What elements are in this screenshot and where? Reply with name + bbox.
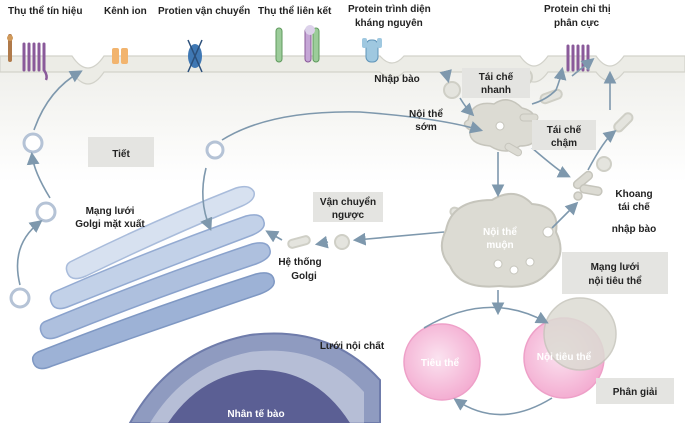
ion-channel-icon	[112, 48, 128, 64]
late-endosome	[440, 193, 562, 288]
recycling-compartment	[572, 170, 603, 201]
recycling-compartment-label-line3: nhập bào	[612, 224, 656, 235]
lysosome-label: Tiêu thể	[421, 357, 460, 369]
retrograde-label-line1: Vận chuyển	[320, 196, 376, 208]
slow-recycle-label-line2: chậm	[551, 138, 577, 149]
endocytosis-label: Nhập bào	[374, 74, 420, 85]
golgi-network-label-line2: Golgi mặt xuất	[75, 218, 145, 230]
endolysosome-label: Nội tiêu thể	[537, 351, 592, 363]
adhesion-receptor-label: Thụ thể liên kết	[258, 5, 332, 17]
antigen-protein-label-line2: kháng nguyên	[355, 18, 423, 29]
lysosome	[403, 323, 481, 401]
slow-recycle-label-line1: Tái chế	[547, 124, 582, 136]
late-endosome-label-line1: Nội thể	[483, 226, 517, 238]
endolysosome-network-label-line1: Mạng lưới	[591, 262, 640, 273]
transporter-icon	[187, 39, 203, 73]
polarity-protein-icon	[566, 44, 590, 72]
recycling-compartment-label-line1: Khoang	[615, 189, 652, 200]
plasma-membrane	[0, 55, 685, 85]
early-endosome-label-line1: Nội thể	[409, 108, 443, 120]
early-endosome-label-line2: sớm	[415, 122, 437, 133]
polarity-protein-label-line2: phân cực	[554, 18, 599, 29]
recycling-compartment-label-line2: tái chế	[618, 201, 650, 213]
endolysosome-overlap	[543, 297, 617, 371]
signal-receptor-label: Thụ thể tín hiệu	[8, 5, 82, 17]
golgi-apparatus	[31, 185, 275, 370]
slow-recycle-box	[532, 120, 596, 150]
retrograde-label-line2: ngược	[332, 210, 365, 221]
endolysosome-network-box	[562, 252, 668, 294]
nucleus-label: Nhân tế bào	[227, 408, 284, 420]
signal-receptor-icon	[7, 34, 48, 81]
polarity-protein-label-line1: Protein chỉ thị	[544, 4, 611, 15]
secretion-label: Tiết	[112, 148, 130, 160]
antigen-protein-label-line1: Protein trình diện	[348, 4, 431, 15]
degradation-label: Phân giải	[613, 387, 658, 398]
er-label: Lưới nội chất	[320, 340, 385, 352]
golgi-network-label-line1: Mạng lưới	[86, 206, 135, 217]
golgi-label-line2: Golgi	[291, 271, 317, 282]
secretion-box	[88, 137, 154, 167]
degradation-box	[596, 378, 674, 404]
ion-channel-label: Kênh ion	[104, 6, 147, 17]
transport-protein-label: Protien vận chuyển	[158, 5, 250, 17]
antigen-protein-icon	[362, 38, 382, 63]
golgi-label-line1: Hệ thống	[278, 256, 321, 268]
endolysosome-network-label-line2: nội tiêu thể	[588, 275, 642, 287]
nucleus	[168, 369, 350, 423]
pathway-arrows	[16, 58, 617, 416]
adhesion-receptor-icon	[275, 25, 320, 63]
fast-recycle-box	[462, 68, 530, 98]
fast-recycle-label-line2: nhanh	[481, 85, 511, 96]
fast-recycle-label-line1: Tái chế	[479, 71, 514, 83]
late-endosome-label-line2: muộn	[486, 240, 513, 251]
retrograde-box	[313, 192, 383, 222]
